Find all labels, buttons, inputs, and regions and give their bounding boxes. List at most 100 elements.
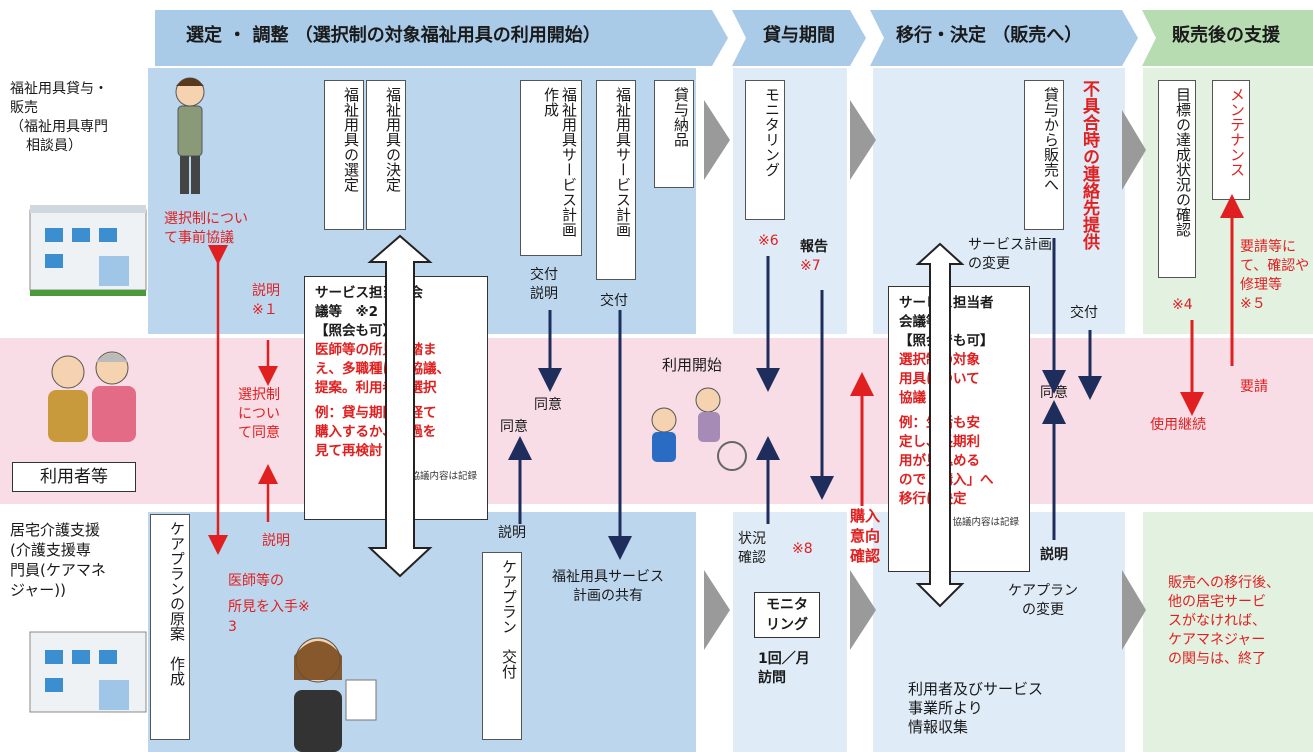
meeting1-body: 提案。利用者が選択 xyxy=(315,380,437,396)
request-repair-line: 要請等に xyxy=(1240,239,1296,255)
cm-monitoring-title: モニタ xyxy=(766,597,808,613)
role-cm-line: 門員(ケアマネ xyxy=(10,561,106,579)
info-collection: 利用者及びサービス 事業所より 情報収集 xyxy=(908,680,1043,737)
doctor-opinion-line: 3 xyxy=(228,619,237,635)
meeting2-example: 例：生活も安 xyxy=(899,415,980,431)
meeting2-example: 用が見込める xyxy=(899,453,980,469)
role-cm-line: (介護支援専 xyxy=(10,541,91,559)
step-service-plan: 福祉用具サービス計画 xyxy=(596,80,636,280)
info-collection-line: 事業所より xyxy=(908,699,983,717)
meeting2-body: 協議 xyxy=(899,390,926,406)
agree-selection-line: て同意 xyxy=(238,425,280,441)
after-sale-line: ケアマネジャー xyxy=(1168,632,1266,648)
careplan-draft: ケアプランの原案 作成 xyxy=(150,514,190,740)
status-check: 状況 確認 xyxy=(738,530,766,568)
note4: ※4 xyxy=(1172,297,1193,313)
cm-panel-after xyxy=(1143,512,1313,752)
meeting1-title: サービス担当者会 xyxy=(315,285,423,301)
agree-label-3: 同意 xyxy=(1040,385,1068,401)
supplier-office-icon xyxy=(29,205,147,296)
status-check-line: 状況 xyxy=(738,531,766,547)
deliver-label: 交付 xyxy=(600,293,628,309)
explain2: 説明 xyxy=(262,533,290,549)
careplan-change: ケアプラン の変更 xyxy=(1008,582,1078,620)
info-collection-line: 情報収集 xyxy=(908,718,969,736)
stage-title-transition: 移行・決定 （販売へ） xyxy=(896,25,1083,46)
request-repair: 要請等に て、確認や 修理等 ※５ xyxy=(1240,238,1309,314)
request-label: 要請 xyxy=(1240,379,1268,395)
meeting1-title: 議等 ※2 xyxy=(315,304,379,320)
deliver-explain-line: 交付 xyxy=(530,267,558,283)
plan-share: 福祉用具サービス 計画の共有 xyxy=(552,568,664,606)
stage-title-rental: 貸与期間 xyxy=(763,25,835,46)
request-repair-line: て、確認や xyxy=(1240,258,1310,274)
meeting2-title: 会議等 xyxy=(899,314,940,330)
step-select-equipment: 福祉用具の選定 xyxy=(324,80,364,230)
explain1: 説明 xyxy=(252,283,280,299)
purchase-intent-line: 確認 xyxy=(850,547,881,565)
note7: ※7 xyxy=(800,258,821,274)
agree-label-1: 同意 xyxy=(534,397,562,413)
step-decide-equipment: 福祉用具の決定 xyxy=(366,80,406,230)
separator-chevron xyxy=(704,570,730,650)
after-sale-line: 販売への移行後、 xyxy=(1168,575,1280,591)
stage-chevron-rental xyxy=(732,10,866,66)
explain-note1: 説明 ※１ xyxy=(252,282,280,320)
step-plan-create: 福祉用具サービス計画作成 xyxy=(520,80,582,256)
plan-share-line: 計画の共有 xyxy=(573,588,643,604)
report-label: 報告 xyxy=(800,239,828,255)
doctor-opinion-line: 医師等の xyxy=(228,573,284,589)
after-sale-line: 他の居宅サービ xyxy=(1168,594,1266,610)
purchase-intent-line: 購入 xyxy=(850,507,881,525)
continue-use: 使用継続 xyxy=(1150,417,1206,433)
plan-change-line: の変更 xyxy=(968,256,1010,272)
role-user-box: 利用者等 xyxy=(12,462,136,492)
note5: ※５ xyxy=(1240,296,1266,312)
meeting1-example: 購入するか、経過を xyxy=(315,424,437,440)
cm-monitoring-freq-line: 訪問 xyxy=(758,670,786,686)
use-start: 利用開始 xyxy=(662,356,723,374)
role-caremanager: 居宅介護支援 (介護支援専 門員(ケアマネ ジャー)) xyxy=(10,520,106,600)
agree-selection: 選択制 につい て同意 xyxy=(238,386,280,443)
pre-consult-line: 選択制につい xyxy=(164,211,248,227)
meeting-note-select: サービス担当者会 議等 ※2 【照会も可】 医師等の所見を踏ま え、多職種にて協… xyxy=(304,276,488,520)
agree-label-2: 同意 xyxy=(500,419,528,435)
after-sale-line: の関与は、終了 xyxy=(1168,651,1266,667)
stage-chevron-select xyxy=(155,10,728,66)
meeting2-example: 移行に決定 xyxy=(899,491,967,507)
meeting2-example: ので「購入」へ xyxy=(899,472,994,488)
purchase-intent-line: 意向 xyxy=(850,527,881,545)
cm-monitoring-freq: 1回／月 訪問 xyxy=(758,650,810,688)
step-rental-delivery: 貸与納品 xyxy=(654,80,694,188)
step-rental-to-sale: 貸与から販売へ xyxy=(1024,80,1064,230)
role-supplier: 福祉用具貸与・ 販売 （福祉用具専門 相談員） xyxy=(10,80,108,156)
meeting-note-transition: サービス担当者 会議等 【照会でも可】 選択制の対象 用具について 協議 例：生… xyxy=(888,286,1030,572)
meeting1-example: 例：貸与期間を経て xyxy=(315,405,437,421)
plan-share-line: 福祉用具サービス xyxy=(552,569,664,585)
role-cm-line: 居宅介護支援 xyxy=(10,521,101,539)
explain-label-3: 説明 xyxy=(498,525,526,541)
deliver-explain: 交付 説明 xyxy=(530,266,558,304)
cm-monitoring-freq-line: 1回／月 xyxy=(758,651,810,667)
stage-title-after: 販売後の支援 xyxy=(1172,25,1280,46)
meeting2-footer: 協議内容は記録 xyxy=(952,517,1019,528)
agree-selection-line: 選択制 xyxy=(238,387,280,403)
role-supplier-line: 相談員） xyxy=(26,138,82,154)
after-sale-line: スがなければ、 xyxy=(1168,613,1266,629)
meeting2-title: サービス担当者 xyxy=(899,295,994,311)
role-supplier-line: 販売 xyxy=(10,100,38,116)
after-sale-note: 販売への移行後、 他の居宅サービ スがなければ、 ケアマネジャー の関与は、終了 xyxy=(1168,574,1280,669)
role-supplier-line: 福祉用具貸与・ xyxy=(10,81,108,97)
step-goal-check: 目標の達成状況の確認 xyxy=(1158,80,1196,278)
info-collection-line: 利用者及びサービス xyxy=(908,680,1044,698)
careplan-deliver: ケアプラン 交付 xyxy=(482,552,522,740)
meeting1-body: え、多職種にて協議、 xyxy=(315,361,450,377)
role-cm-line: ジャー)) xyxy=(10,581,66,599)
stage-chevron-after xyxy=(1142,10,1313,66)
note6: ※6 xyxy=(758,233,779,249)
doctor-opinion: 医師等の 所見を入手※ 3 xyxy=(228,568,310,634)
plan-change-line: サービス計画 xyxy=(968,237,1052,253)
step-contact-info: 不具合時の連絡先提供 xyxy=(1079,80,1099,250)
note8: ※8 xyxy=(792,541,813,557)
meeting2-example: 定し、長期利 xyxy=(899,434,980,450)
